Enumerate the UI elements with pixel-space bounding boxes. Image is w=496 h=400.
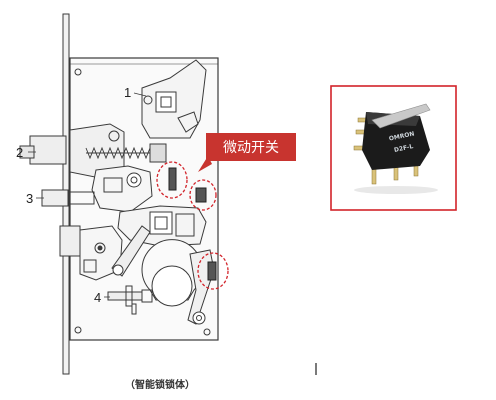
micro-switch-1 [168, 167, 177, 191]
lock-body-drawing [19, 13, 219, 375]
diagram-caption: （智能锁锁体） [125, 378, 195, 391]
micro-switch-2 [195, 187, 207, 203]
micro-switch-photo: OMRON D2F-L [330, 85, 457, 211]
highlight-circle-3 [197, 252, 229, 290]
part-label-3: 3 [26, 191, 33, 206]
highlight-circle-1 [156, 161, 188, 199]
micro-switch-callout: 微动开关 [198, 133, 296, 172]
part-label-2: 2 [16, 145, 23, 160]
part-label-1: 1 [124, 85, 131, 100]
micro-switch-3 [207, 261, 217, 281]
highlight-circle-2 [189, 179, 217, 211]
highlight-markers [156, 161, 229, 290]
callout-label: 微动开关 [223, 140, 279, 156]
part-label-4: 4 [94, 290, 101, 305]
spring [85, 146, 158, 160]
device-model: D2F-L [393, 143, 414, 154]
